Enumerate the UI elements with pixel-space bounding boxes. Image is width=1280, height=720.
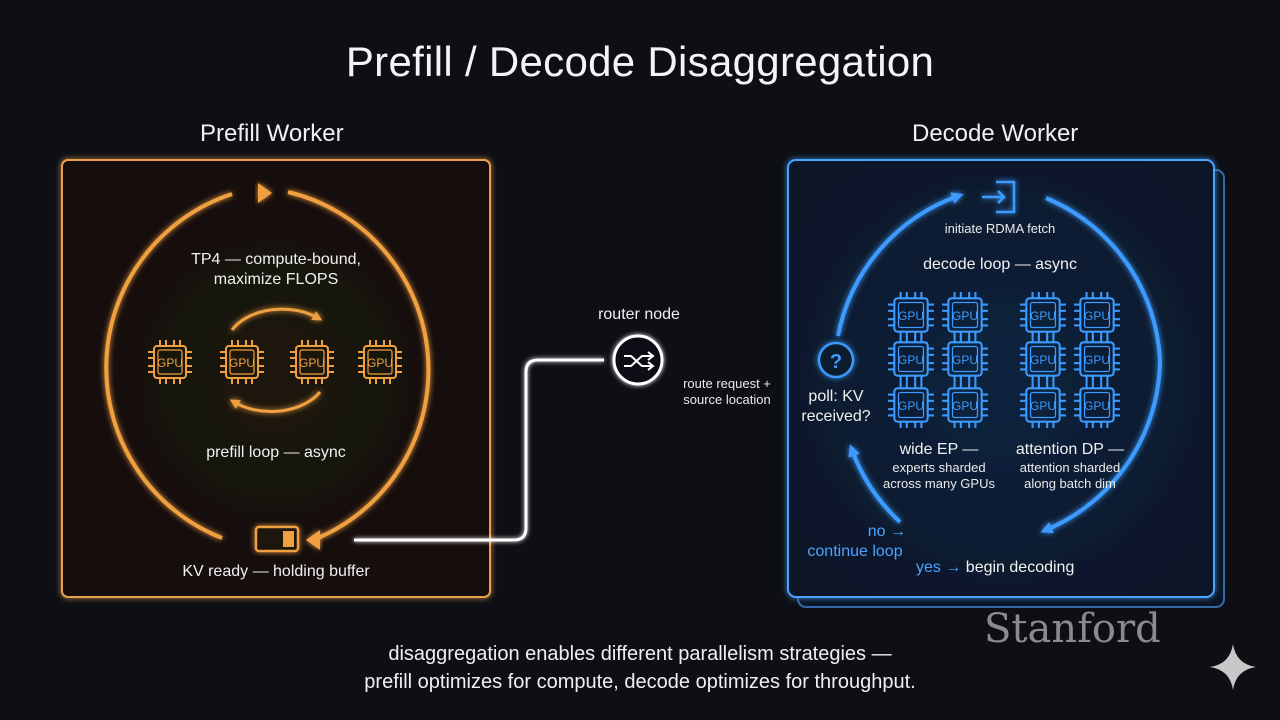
prefill-gpu-row: GPU GPU GPU GPU [147, 339, 403, 385]
attention-dp-line2: along batch dim [1024, 476, 1116, 491]
tp4-line2: maximize FLOPS [213, 271, 339, 288]
gpu-label: GPU [157, 356, 183, 370]
gpu-label: GPU [1084, 309, 1110, 323]
yes-label: yes → [916, 559, 962, 576]
page-title: Prefill / Decode Disaggregation [345, 38, 935, 85]
prefill-loop-label: prefill loop — async [206, 444, 346, 461]
wide-ep-title: wide EP — [899, 441, 979, 458]
prefill-worker-panel [61, 159, 491, 598]
attention-dp-title: attention DP — [1015, 441, 1125, 458]
poll-line2: received? [801, 408, 871, 425]
prefill-loop-circle [104, 190, 431, 540]
kv-ready-label: KV ready — holding buffer [182, 563, 370, 580]
gpu-label: GPU [1084, 399, 1110, 413]
prefill-loop-arrowhead-top [258, 183, 272, 203]
tp4-line1: TP4 — compute-bound, [191, 251, 361, 268]
gpu-label: GPU [299, 356, 325, 370]
gpu-label: GPU [952, 309, 978, 323]
decode-loop-circle [836, 192, 1163, 534]
no-line1: no → [867, 523, 906, 540]
no-branch-caption: no → continue loop [800, 522, 910, 562]
no-line2: continue loop [807, 543, 903, 560]
poll-question-icon: ? [817, 341, 855, 379]
gpu-label: GPU [898, 309, 924, 323]
svg-text:?: ? [830, 351, 842, 373]
stanford-logo: Stanford [984, 606, 1161, 652]
router-node-icon [612, 334, 664, 386]
footer-line1: disaggregation enables different paralle… [388, 643, 892, 665]
rdma-fetch-icon [982, 180, 1016, 214]
begin-decoding-label: begin decoding [965, 559, 1075, 576]
gpu-label: GPU [898, 399, 924, 413]
footer-caption: disaggregation enables different paralle… [0, 640, 1280, 696]
rdma-fetch-label: initiate RDMA fetch [944, 221, 1056, 236]
gpu-label: GPU [952, 399, 978, 413]
gpu-label: GPU [1030, 309, 1056, 323]
wide-ep-line2: across many GPUs [883, 476, 995, 491]
poll-caption: poll: KV received? [792, 387, 880, 427]
attention-dp-line1: attention sharded [1019, 460, 1121, 475]
decode-gpu-grid: GPU GPU GPU GPU GPU GPU GPU GPU GPU GPU GPU GPU [887, 291, 1121, 429]
sparkle-icon [1210, 644, 1256, 690]
route-line1: route request + [683, 376, 771, 391]
prefill-inner-cycle [229, 307, 323, 414]
router-node-label: router node [598, 306, 680, 323]
footer-line2: prefill optimizes for compute, decode op… [364, 671, 916, 693]
wide-ep-caption: wide EP — experts sharded across many GP… [872, 440, 1006, 492]
gpu-label: GPU [1030, 353, 1056, 367]
prefill-loop-arrowhead-bottom [306, 530, 320, 550]
gpu-label: GPU [229, 356, 255, 370]
route-request-caption: route request + source location [672, 376, 782, 408]
gpu-label: GPU [952, 353, 978, 367]
gpu-label: GPU [367, 356, 393, 370]
tp4-caption: TP4 — compute-bound, maximize FLOPS [176, 250, 376, 290]
prefill-worker-title: Prefill Worker [200, 120, 344, 147]
kv-transfer-connector [354, 358, 604, 542]
gpu-label: GPU [1030, 399, 1056, 413]
kv-buffer-icon [254, 525, 300, 553]
decode-loop-label: decode loop — async [923, 256, 1077, 273]
attention-dp-caption: attention DP — attention sharded along b… [1000, 440, 1140, 492]
route-line2: source location [683, 392, 771, 407]
decode-worker-title: Decode Worker [912, 120, 1079, 147]
wide-ep-line1: experts sharded [892, 460, 986, 475]
gpu-label: GPU [1084, 353, 1110, 367]
poll-line1: poll: KV [808, 388, 864, 405]
yes-branch-caption: yes → begin decoding [916, 559, 1116, 577]
gpu-label: GPU [898, 353, 924, 367]
